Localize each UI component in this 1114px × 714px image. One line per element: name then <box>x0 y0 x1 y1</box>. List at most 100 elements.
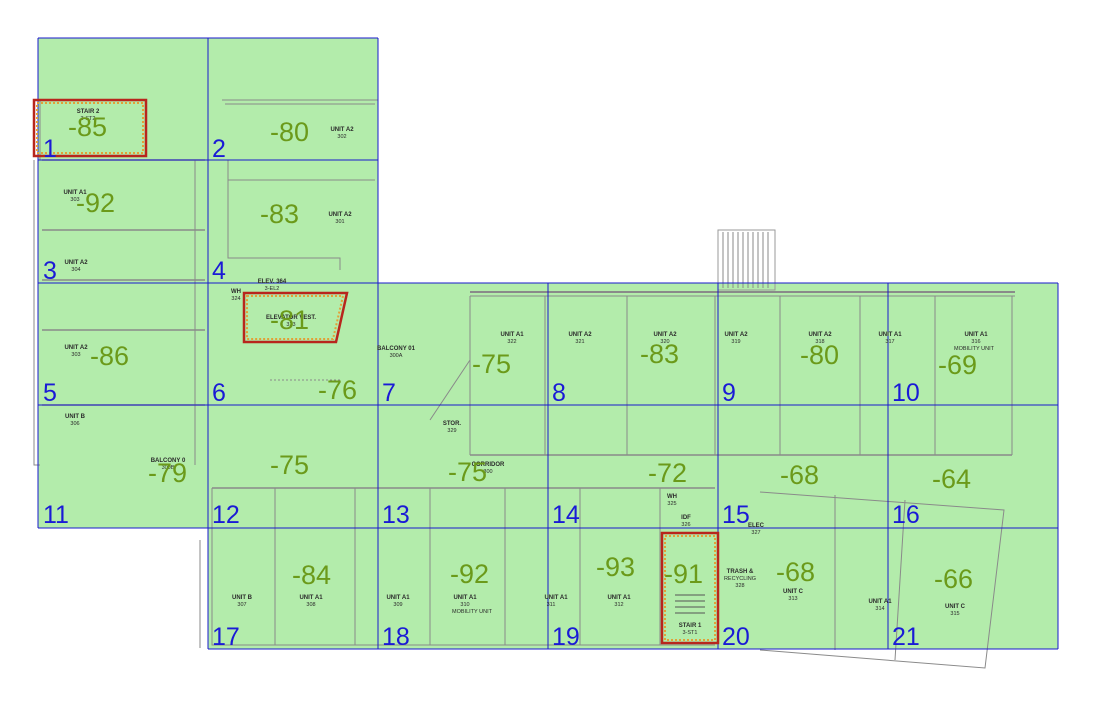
room-label: UNIT A1 <box>386 595 410 601</box>
room-label: UNIT C <box>945 604 966 610</box>
cell-number: 21 <box>892 623 920 651</box>
room-label: UNIT A1 <box>964 332 988 338</box>
cell-number: 19 <box>552 623 580 651</box>
signal-value: -83 <box>260 199 299 229</box>
cell-number: 6 <box>212 379 226 407</box>
room-label: STAIR 2 <box>77 109 100 115</box>
cell-number: 3 <box>43 257 57 285</box>
room-labels: STAIR 2 3-ST2 UNIT A2 302 UNIT A1 303 UN… <box>63 109 994 636</box>
cell-number: 9 <box>722 379 736 407</box>
room-sub: 300 <box>483 469 492 475</box>
room-label: UNIT A1 <box>453 595 477 601</box>
room-sub: 328 <box>735 583 744 589</box>
room-sub: 325 <box>667 501 676 507</box>
room-label: WH <box>667 494 677 500</box>
room-label: UNIT A2 <box>653 332 677 338</box>
room-sub: 3-ST1 <box>683 630 698 636</box>
signal-value: -91 <box>664 559 703 589</box>
signal-value: -75 <box>472 349 511 379</box>
cell-number: 12 <box>212 501 240 529</box>
room-label: ELEV. 364 <box>258 279 287 285</box>
signal-value: -85 <box>68 112 107 142</box>
cell-number: 8 <box>552 379 566 407</box>
room-sub: 300B <box>162 465 175 471</box>
room-sub: 303 <box>71 352 80 358</box>
room-label: UNIT A1 <box>544 595 568 601</box>
cell-number: 20 <box>722 623 750 651</box>
room-sub: 316 <box>971 339 980 345</box>
room-label: UNIT B <box>232 595 253 601</box>
cell-number: 5 <box>43 379 57 407</box>
room-sub: 311 <box>547 602 556 608</box>
highlight-layer <box>32 98 720 645</box>
cell-number: 4 <box>212 257 226 285</box>
signal-value: -81 <box>270 305 309 335</box>
signal-value: -69 <box>938 350 977 380</box>
signal-values: -85 -80 -92 -83 -86 -81 -76 -75 -83 -80 … <box>68 112 977 594</box>
room-sub: 326 <box>681 522 690 528</box>
room-label: UNIT A1 <box>500 332 524 338</box>
room-label: STOR. <box>443 421 462 427</box>
room-label: UNIT A1 <box>63 190 87 196</box>
room-sub: 315 <box>950 611 959 617</box>
room-sub: MOBILITY UNIT <box>954 346 995 352</box>
cell-number: 13 <box>382 501 410 529</box>
highlight-stair-2 <box>32 98 148 158</box>
room-sub: 323 <box>286 322 295 328</box>
signal-value: -68 <box>776 557 815 587</box>
cell-number: 15 <box>722 501 750 529</box>
room-label: IDF <box>681 515 691 521</box>
signal-value: -76 <box>318 375 357 405</box>
signal-value: -80 <box>800 340 839 370</box>
room-label: UNIT A2 <box>64 345 88 351</box>
room-sub: 308 <box>306 602 315 608</box>
signal-value: -93 <box>596 552 635 582</box>
room-sub: 317 <box>885 339 894 345</box>
room-label: STAIR 1 <box>679 623 702 629</box>
room-sub: 322 <box>507 339 516 345</box>
signal-value: -92 <box>450 559 489 589</box>
cell-number: 17 <box>212 623 240 651</box>
coverage-south-row <box>208 528 1058 649</box>
highlight-stair-1 <box>660 531 720 645</box>
room-sub: 309 <box>393 602 402 608</box>
room-label: UNIT A2 <box>64 260 88 266</box>
grid-layer <box>37 37 1059 650</box>
signal-value: -75 <box>270 450 309 480</box>
room-sub: 314 <box>875 606 884 612</box>
room-label: CORRIDOR <box>472 462 505 468</box>
room-sub: 324 <box>231 296 240 302</box>
room-label: UNIT A2 <box>724 332 748 338</box>
room-sub: 318 <box>815 339 824 345</box>
cell-number: 1 <box>43 135 57 163</box>
cell-number: 11 <box>43 501 69 529</box>
signal-value: -83 <box>640 339 679 369</box>
signal-value: -68 <box>780 460 819 490</box>
room-sub: 329 <box>447 428 456 434</box>
highlight-elevator-vest <box>242 291 349 344</box>
room-label: UNIT A2 <box>808 332 832 338</box>
room-label: UNIT A1 <box>878 332 902 338</box>
signal-value: -66 <box>934 564 973 594</box>
room-sub: 301 <box>335 219 344 225</box>
room-label: UNIT C <box>783 589 804 595</box>
room-sub: 313 <box>788 596 797 602</box>
room-label: UNIT A1 <box>607 595 631 601</box>
room-label: ELEVATOR VEST. <box>266 315 316 321</box>
signal-value: -79 <box>148 458 187 488</box>
cell-numbers: 1 2 3 4 5 6 7 8 9 10 11 12 13 14 15 16 1… <box>43 135 920 651</box>
room-label: TRASH & <box>727 569 754 575</box>
room-label: ELEC <box>748 523 765 529</box>
signal-value: -64 <box>932 464 971 494</box>
room-sub: 307 <box>237 602 246 608</box>
signal-value: -80 <box>270 117 309 147</box>
signal-value: -84 <box>292 560 331 590</box>
room-sub: 306 <box>70 421 79 427</box>
cell-number: 7 <box>382 379 396 407</box>
room-sub: 303 <box>70 197 79 203</box>
room-label: BALCONY 01 <box>377 346 416 352</box>
cell-number: 14 <box>552 501 580 529</box>
room-sub: RECYCLING <box>724 576 756 582</box>
signal-value: -75 <box>448 457 487 487</box>
